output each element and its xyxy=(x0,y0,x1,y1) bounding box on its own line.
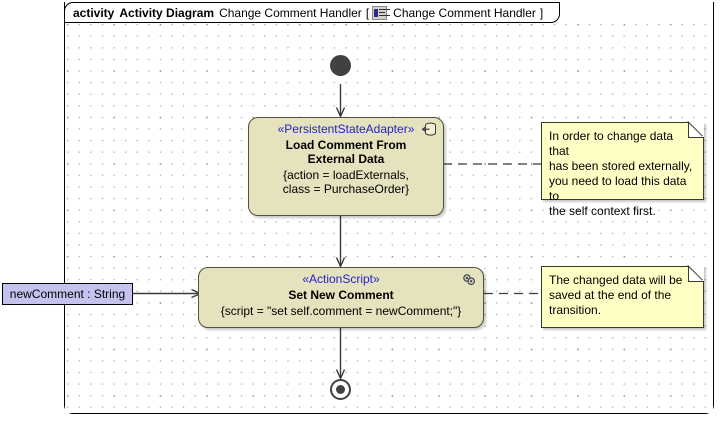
diagram-frame-header: activity Activity Diagram Change Comment… xyxy=(64,2,561,23)
activity-props-line1: {action = loadExternals, xyxy=(283,168,409,182)
activity-node-load-comment[interactable]: «PersistentStateAdapter» Load Comment Fr… xyxy=(248,117,444,216)
external-data-adapter-icon xyxy=(421,122,436,136)
note-line: the self context first. xyxy=(549,204,656,218)
action-script-icon xyxy=(463,274,475,285)
note-line: In order to change data that xyxy=(549,129,674,158)
activity-props-line2: class = PurchaseOrder} xyxy=(282,182,410,196)
note-line: saved at the end of the xyxy=(549,288,672,302)
note-line: transition. xyxy=(549,303,602,317)
activity-title-line2: External Data xyxy=(307,152,385,166)
activity-diagram-icon xyxy=(372,5,388,20)
frame-keyword: activity xyxy=(73,5,115,20)
activity-props: {script = "set self.comment = newComment… xyxy=(220,304,462,318)
frame-diagram-type: Activity Diagram xyxy=(119,5,215,20)
parameter-label: newComment : String xyxy=(9,287,126,301)
activity-title: Set New Comment xyxy=(288,288,394,302)
frame-bracket-close: ] xyxy=(539,5,544,20)
note-line: has been stored externally, xyxy=(549,159,693,173)
frame-diagram-name: Change Comment Handler xyxy=(219,5,362,20)
frame-tab-name: Change Comment Handler xyxy=(393,5,536,20)
activity-parameter-node[interactable]: newComment : String xyxy=(2,283,133,305)
note-fold-corner xyxy=(688,122,704,138)
activity-final-node[interactable] xyxy=(330,379,351,400)
note-line: The changed data will be xyxy=(549,273,683,287)
note-line: you need to load this data to xyxy=(549,174,687,203)
initial-node[interactable] xyxy=(330,55,351,76)
note-load-comment[interactable]: In order to change data that has been st… xyxy=(541,122,704,218)
activity-stereotype: «ActionScript» xyxy=(302,272,380,286)
activity-stereotype: «PersistentStateAdapter» xyxy=(277,122,415,136)
frame-bracket-open: [ xyxy=(365,5,370,20)
note-save-data[interactable]: The changed data will be saved at the en… xyxy=(541,266,704,328)
note-fold-corner xyxy=(688,266,704,282)
activity-node-set-new-comment[interactable]: «ActionScript» Set New Comment {script =… xyxy=(198,267,484,328)
activity-title-line1: Load Comment From xyxy=(285,138,407,152)
